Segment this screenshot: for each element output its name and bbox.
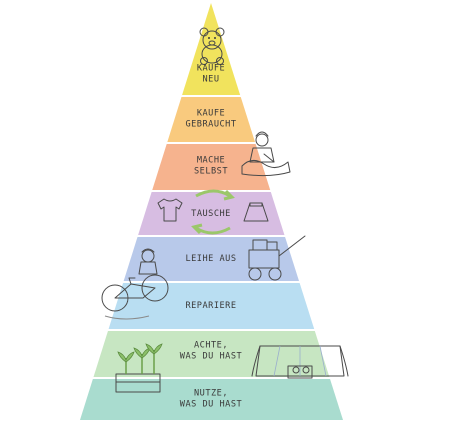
tshirt-icon bbox=[157, 198, 183, 222]
pyramid-tier-4 bbox=[138, 192, 285, 235]
pyramid-tier-8 bbox=[80, 379, 343, 420]
seedling-tray-icon bbox=[115, 343, 163, 393]
tier-label-3-line-2: SELBST bbox=[194, 167, 228, 177]
tier-label-1-line-2: NEU bbox=[202, 75, 219, 85]
pyramid-tier-3 bbox=[152, 144, 271, 190]
tier-label-7-line-1: ACHTE, bbox=[194, 341, 228, 351]
tier-label-4-line-1: TAUSCHE bbox=[191, 209, 231, 219]
tier-label-7-line-2: WAS DU HAST bbox=[180, 352, 242, 362]
blanket-fort-icon bbox=[251, 345, 349, 379]
tier-label-6-line-1: REPARIERE bbox=[185, 301, 236, 311]
bicycle-repair-icon bbox=[101, 274, 169, 320]
tier-label-2-line-2: GEBRAUCHT bbox=[185, 120, 236, 130]
tier-label-2-line-1: KAUFE bbox=[197, 109, 225, 119]
swap-arrows-icon bbox=[191, 189, 235, 235]
pyramid-tier-7 bbox=[93, 331, 330, 377]
teddy-bear-icon bbox=[199, 27, 225, 65]
tier-label-8-line-2: WAS DU HAST bbox=[180, 400, 242, 410]
sewing-child-icon bbox=[241, 131, 291, 177]
skirt-icon bbox=[243, 202, 269, 222]
pyramid-tier-5 bbox=[123, 237, 300, 281]
tier-label-8-line-1: NUTZE, bbox=[194, 389, 228, 399]
pyramid-tier-6 bbox=[108, 283, 315, 329]
tier-label-5-line-1: LEIHE AUS bbox=[185, 254, 236, 264]
child-with-cart-icon bbox=[138, 248, 158, 275]
child-with-cart-icon bbox=[248, 235, 306, 281]
tier-label-1-line-1: KAUFE bbox=[197, 64, 225, 74]
tier-label-3-line-1: MACHE bbox=[197, 156, 225, 166]
pyramid-tier-2 bbox=[167, 97, 255, 142]
